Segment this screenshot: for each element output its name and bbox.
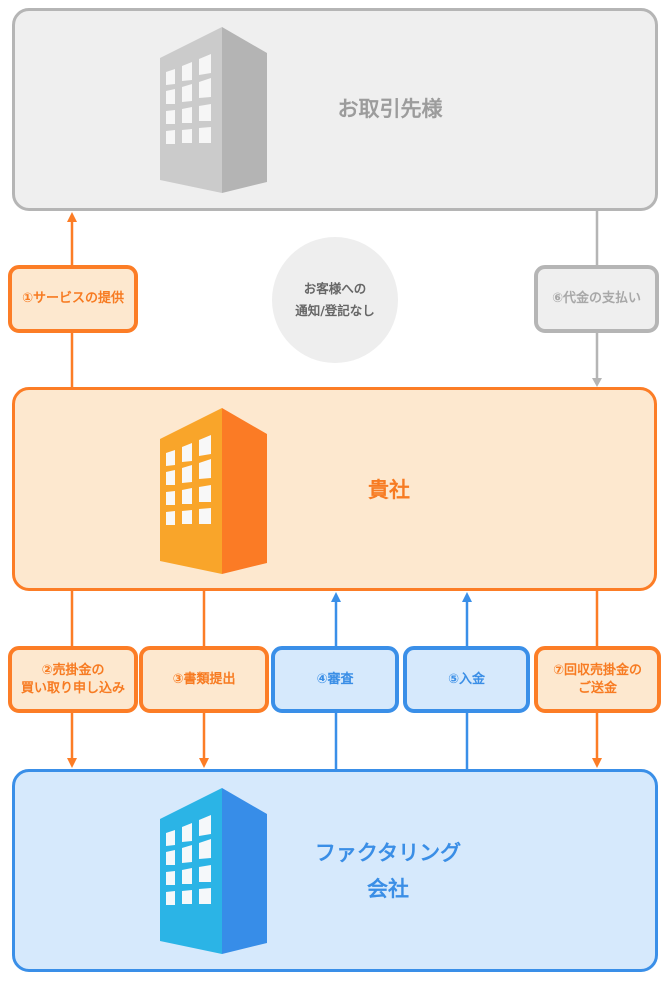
- client-building-icon: [159, 27, 269, 195]
- arrowhead-up-step-1: [67, 212, 77, 222]
- note-line-2: 通知/登記なし: [295, 303, 375, 318]
- building-window: [182, 107, 192, 123]
- building-window: [182, 443, 192, 462]
- building-window: [182, 510, 192, 524]
- building-window: [166, 110, 175, 124]
- building-window: [182, 823, 192, 842]
- building-window: [166, 491, 175, 505]
- factoring-company-box: [12, 769, 658, 972]
- building-window: [166, 511, 175, 525]
- building-window: [182, 84, 192, 102]
- your-company-label: 貴社: [368, 478, 410, 502]
- step-4-review: ④審査: [271, 646, 399, 713]
- no-notification-note: お客様への 通知/登記なし: [272, 237, 398, 363]
- step-7-remittance: ⑦回収売掛金の ご送金: [534, 646, 661, 713]
- building-window: [166, 470, 175, 485]
- building-window: [199, 459, 211, 479]
- arrowhead-up-step-5: [462, 592, 472, 602]
- client-label: お取引先様: [337, 97, 443, 121]
- building-icon-graphic: [160, 27, 267, 193]
- step-2-label-line-1: ②売掛金の: [41, 662, 105, 678]
- step-3-label: ③書類提出: [172, 671, 236, 687]
- step-1-label: ①サービスの提供: [21, 291, 124, 306]
- building-window: [199, 435, 211, 456]
- building-window: [182, 868, 192, 884]
- step-5-label: ⑤入金: [447, 671, 485, 687]
- building-window: [166, 69, 175, 85]
- building-window: [199, 815, 211, 836]
- building-window: [166, 450, 175, 466]
- building-window: [166, 871, 175, 885]
- step-6-label: ⑥代金の支払い: [551, 291, 641, 306]
- building-side-face: [222, 788, 267, 954]
- building-window: [199, 78, 211, 98]
- step-2-label-line-2: 買い取り申し込み: [20, 680, 125, 696]
- building-window: [166, 130, 175, 144]
- building-window: [182, 465, 192, 483]
- building-window: [166, 891, 175, 905]
- note-line-1: お客様への: [303, 281, 367, 296]
- building-window: [166, 89, 175, 104]
- factoring-company-building-icon: [159, 788, 269, 956]
- factoring-company-label-line-2: 会社: [367, 877, 409, 901]
- building-window: [182, 62, 192, 81]
- step-6-payment: ⑥代金の支払い: [534, 265, 659, 333]
- building-window: [199, 839, 211, 859]
- building-side-face: [222, 408, 267, 574]
- building-side-face: [222, 27, 267, 193]
- step-5-deposit: ⑤入金: [403, 646, 530, 713]
- factoring-company-label: ファクタリング 会社: [278, 835, 498, 907]
- building-window: [166, 850, 175, 865]
- building-window: [199, 104, 211, 121]
- step-2-purchase-request: ②売掛金の 買い取り申し込み: [8, 646, 138, 713]
- building-window: [166, 830, 175, 846]
- building-window: [199, 54, 211, 75]
- building-window: [182, 845, 192, 863]
- step-7-label-line-2: ご送金: [577, 680, 617, 696]
- arrowhead-down-step-7: [592, 758, 602, 768]
- step-3-document-submission: ③書類提出: [139, 646, 269, 713]
- building-window: [199, 888, 211, 904]
- building-icon-graphic: [160, 788, 267, 954]
- step-1-service-provision: ①サービスの提供: [8, 265, 138, 333]
- building-window: [199, 508, 211, 524]
- building-window: [199, 485, 211, 502]
- step-7-label-line-1: ⑦回収売掛金の: [552, 662, 642, 678]
- building-icon-graphic: [160, 408, 267, 574]
- building-window: [182, 890, 192, 904]
- building-window: [199, 127, 211, 143]
- factoring-company-label-line-1: ファクタリング: [314, 841, 462, 865]
- step-4-label: ④審査: [316, 671, 354, 687]
- your-company-building-icon: [159, 408, 269, 576]
- your-company-box: [12, 387, 657, 591]
- arrowhead-down-step-3: [199, 758, 209, 768]
- arrowhead-down-step-6: [592, 378, 602, 387]
- arrowhead-down-step-2: [67, 758, 77, 768]
- building-window: [182, 129, 192, 143]
- client-box: [12, 8, 658, 211]
- arrowhead-up-step-4: [331, 592, 341, 602]
- building-window: [182, 488, 192, 504]
- building-window: [199, 865, 211, 882]
